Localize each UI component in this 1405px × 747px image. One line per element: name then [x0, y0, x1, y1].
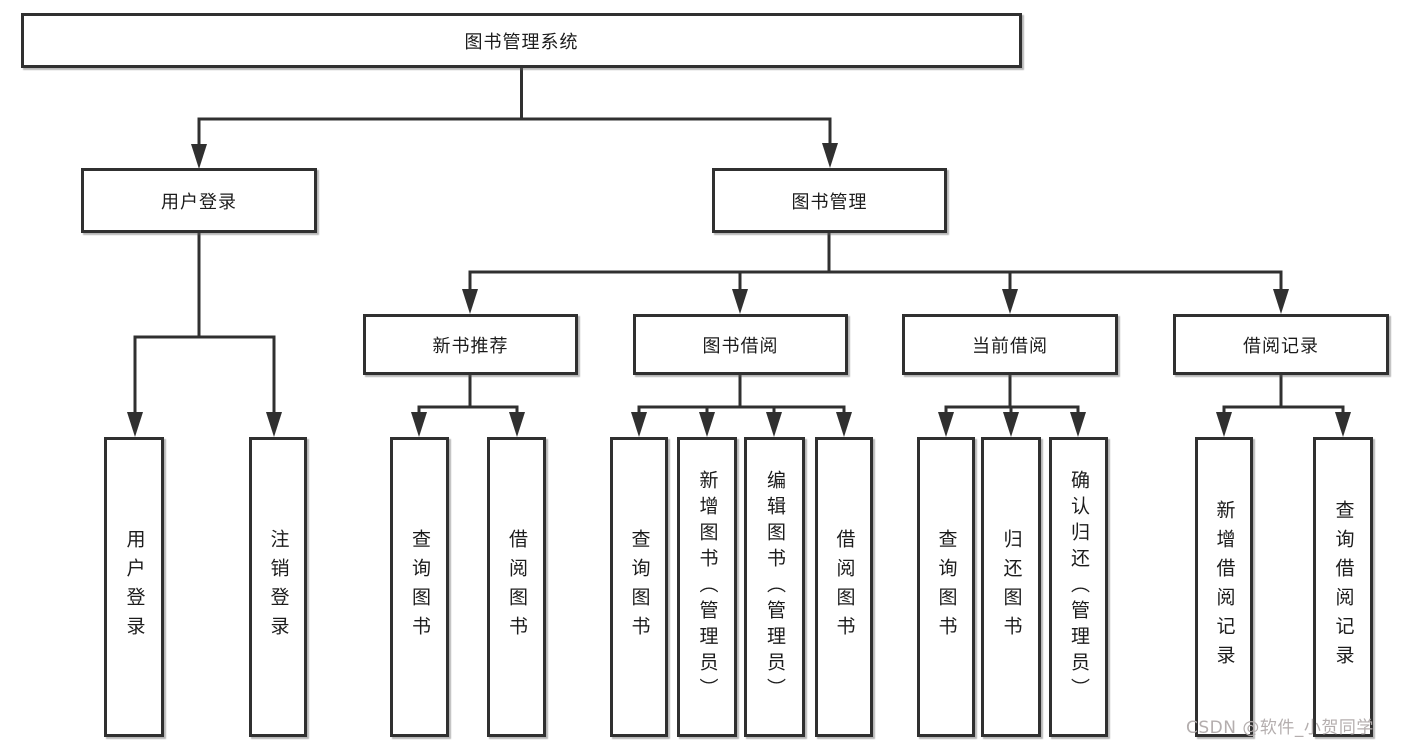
- leaf-query-books-borrow-label: 查询图书: [628, 529, 651, 645]
- leaf-confirm-return-admin: 确认归还（管理员）: [1049, 437, 1108, 737]
- node-new-book-recommend-label: 新书推荐: [432, 335, 509, 357]
- leaf-edit-book-admin-label: 编辑图书（管理员）: [764, 470, 786, 704]
- leaf-borrow-books-recommend: 借阅图书: [487, 437, 546, 737]
- node-book-management: 图书管理: [712, 168, 947, 233]
- leaf-query-borrow-record-label: 查询借阅记录: [1332, 500, 1355, 674]
- leaf-query-books-recommend-label: 查询图书: [409, 529, 431, 645]
- node-user-login-label: 用户登录: [161, 191, 237, 213]
- leaf-borrow-books-borrow: 借阅图书: [815, 437, 873, 737]
- leaf-add-borrow-record-label: 新增借阅记录: [1213, 500, 1236, 674]
- node-new-book-recommend: 新书推荐: [363, 314, 578, 375]
- node-current-borrow: 当前借阅: [902, 314, 1118, 375]
- leaf-add-book-admin: 新增图书（管理员）: [677, 437, 737, 737]
- node-book-borrow-label: 图书借阅: [702, 335, 779, 357]
- leaf-add-borrow-record: 新增借阅记录: [1195, 437, 1253, 737]
- leaf-query-borrow-record: 查询借阅记录: [1313, 437, 1373, 737]
- leaf-user-login: 用户登录: [104, 437, 164, 737]
- node-user-login: 用户登录: [81, 168, 317, 233]
- leaf-return-book: 归还图书: [981, 437, 1041, 737]
- node-root: 图书管理系统: [21, 13, 1022, 68]
- leaf-add-book-admin-label: 新增图书（管理员）: [696, 470, 719, 704]
- leaf-user-login-label: 用户登录: [123, 529, 146, 645]
- leaf-edit-book-admin: 编辑图书（管理员）: [744, 437, 805, 737]
- node-borrow-records-label: 借阅记录: [1243, 335, 1319, 357]
- leaf-borrow-books-borrow-label: 借阅图书: [833, 529, 856, 645]
- leaf-borrow-books-recommend-label: 借阅图书: [506, 529, 528, 645]
- node-book-borrow: 图书借阅: [633, 314, 848, 375]
- leaf-logout: 注销登录: [249, 437, 307, 737]
- leaf-query-books-recommend: 查询图书: [390, 437, 449, 737]
- leaf-confirm-return-admin-label: 确认归还（管理员）: [1068, 470, 1090, 704]
- leaf-query-books-current: 查询图书: [917, 437, 975, 737]
- node-current-borrow-label: 当前借阅: [972, 335, 1048, 357]
- node-book-management-label: 图书管理: [791, 191, 868, 213]
- node-borrow-records: 借阅记录: [1173, 314, 1389, 375]
- leaf-logout-label: 注销登录: [267, 529, 290, 645]
- leaf-query-books-current-label: 查询图书: [935, 529, 958, 645]
- leaf-return-book-label: 归还图书: [1000, 529, 1023, 645]
- csdn-watermark: CSDN @软件_小贺同学: [1186, 718, 1374, 738]
- node-root-label: 图书管理系统: [464, 31, 579, 53]
- leaf-query-books-borrow: 查询图书: [610, 437, 668, 737]
